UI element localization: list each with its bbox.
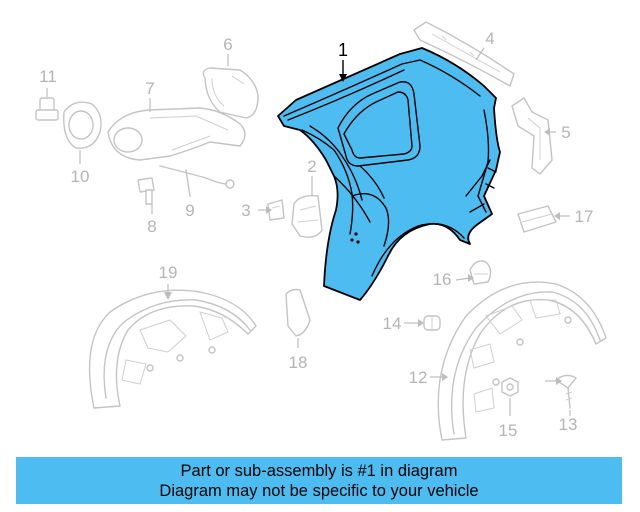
callout-16: 16 <box>433 270 452 289</box>
callout-15: 15 <box>499 421 518 440</box>
part-6-fuel-door <box>202 54 259 119</box>
callout-10: 10 <box>71 167 90 186</box>
callout-12: 12 <box>409 368 428 387</box>
callout-14: 14 <box>383 314 402 333</box>
callout-19: 19 <box>159 263 178 282</box>
callout-2: 2 <box>307 157 316 176</box>
callout-labels: 1 2 3 4 5 6 7 8 9 10 11 12 13 14 15 16 1… <box>39 29 593 440</box>
part-11-clip <box>35 88 59 121</box>
part-12-wheelhouse-liner <box>430 281 607 441</box>
part-14-cap <box>423 315 441 331</box>
part-18-pad <box>285 288 311 348</box>
callout-1: 1 <box>338 40 348 60</box>
part-2-bracket <box>291 176 323 238</box>
part-7-filler-housing <box>107 98 246 161</box>
part-9-cable <box>159 165 235 197</box>
part-10-seal <box>63 101 102 164</box>
part-5-bracket <box>511 97 556 175</box>
callout-8: 8 <box>147 217 156 236</box>
callout-4: 4 <box>485 29 494 48</box>
callout-13: 13 <box>559 415 578 434</box>
banner-line-2: Diagram may not be specific to your vehi… <box>159 481 479 500</box>
part-3-clip <box>267 199 285 221</box>
callout-11: 11 <box>39 67 57 86</box>
callout-7: 7 <box>145 79 154 98</box>
part-17-pad <box>517 205 557 233</box>
part-8-bolt <box>137 177 155 214</box>
callout-3: 3 <box>241 201 250 220</box>
part-13-screw <box>555 374 577 416</box>
part-4-rail <box>413 21 515 87</box>
callout-9: 9 <box>185 201 194 220</box>
part-1-quarter-panel <box>277 47 501 301</box>
callout-18: 18 <box>289 353 308 372</box>
banner-line-1: Part or sub-assembly is #1 in diagram <box>180 461 458 480</box>
info-banner: Part or sub-assembly is #1 in diagram Di… <box>16 457 622 504</box>
callout-6: 6 <box>223 35 232 54</box>
part-16-grommet <box>469 260 492 285</box>
part-15-nut <box>501 377 519 416</box>
callout-17: 17 <box>575 207 594 226</box>
part-19-wheelhouse-liner <box>88 284 257 409</box>
parts-diagram: 1 2 3 4 5 6 7 8 9 10 11 12 13 14 15 16 1… <box>35 21 607 441</box>
callout-5: 5 <box>561 123 570 142</box>
